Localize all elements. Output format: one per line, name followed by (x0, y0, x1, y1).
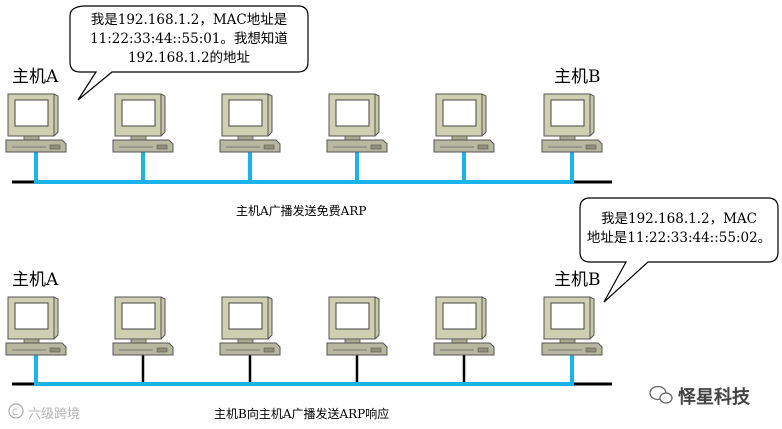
watermark-left-text: 六级跨境 (28, 407, 81, 422)
bottom-bubble-line-2: 地址是11:22:33:44::55:02。 (586, 230, 772, 246)
watermark-right-text: 怿星科技 (678, 387, 750, 408)
top-bubble-line-3: 192.168.1.2的地址 (127, 50, 251, 66)
top-caption: 主机A广播发送免费ARP (236, 204, 367, 218)
top-bubble-line-2: 11:22:33:44::55:01。我想知道 (90, 31, 288, 47)
top-pc-4 (326, 93, 388, 153)
bottom-bubble-line-1: 我是192.168.1.2，MAC (601, 211, 757, 227)
top-host-b-label: 主机B (554, 67, 601, 87)
top-bubble-line-1: 我是192.168.1.2，MAC地址是 (90, 12, 288, 28)
bottom-pc-4 (326, 296, 388, 356)
top-bubble-text: 我是192.168.1.2，MAC地址是 11:22:33:44::55:01。… (74, 11, 304, 68)
top-pc-host-b (541, 93, 603, 153)
top-pc-host-a (5, 93, 67, 153)
bottom-pc-2 (112, 296, 174, 356)
bottom-speech-bubble (579, 197, 779, 303)
wechat-icon (649, 385, 673, 404)
watermark-logo-icon: C (8, 403, 24, 419)
bottom-pc-5 (433, 296, 495, 356)
top-pc-3 (219, 93, 281, 153)
bottom-bubble-text: 我是192.168.1.2，MAC 地址是11:22:33:44::55:02。 (582, 210, 776, 248)
bottom-pc-host-a (5, 296, 67, 356)
bottom-pc-3 (219, 296, 281, 356)
svg-text:C: C (12, 408, 18, 418)
top-host-a-label: 主机A (12, 67, 59, 87)
top-pc-2 (112, 93, 174, 153)
bottom-network (5, 296, 612, 386)
bottom-caption: 主机B向主机A广播发送ARP响应 (214, 407, 390, 421)
top-network (5, 93, 612, 184)
bottom-host-a-label: 主机A (12, 270, 59, 290)
bottom-host-b-label: 主机B (554, 270, 601, 290)
bottom-pc-host-b (541, 296, 603, 356)
top-pc-5 (433, 93, 495, 153)
top-speech-bubble (69, 5, 309, 101)
